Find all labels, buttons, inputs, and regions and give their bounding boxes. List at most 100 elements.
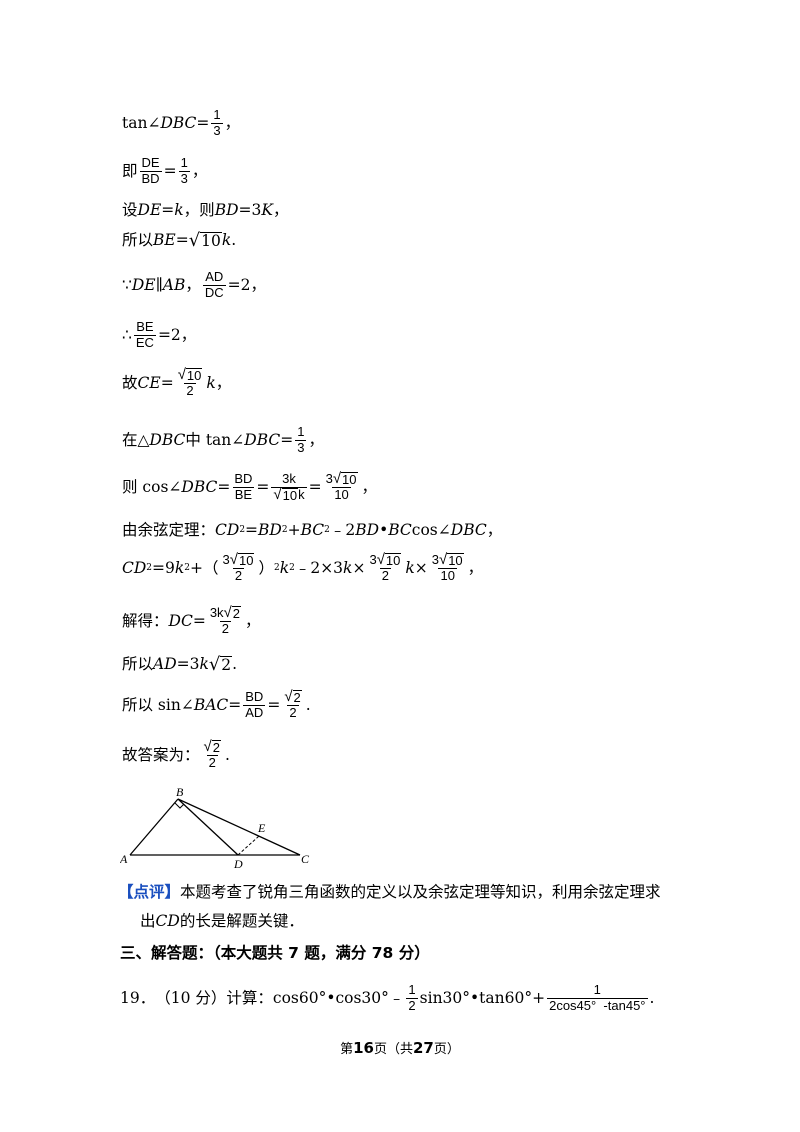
sqrt: √2 [284,688,302,705]
text: ， [361,477,378,496]
text: • [379,521,389,539]
text: . [232,655,238,674]
sqrt: √2 [204,739,221,755]
var: K [261,201,273,219]
sqrt: √2 [208,654,233,675]
var: k [174,558,185,577]
text: = [192,611,206,630]
text: ， [224,113,241,132]
solution-line-12: 解得： DC = 3k√2 2 ， [122,604,261,637]
text: = [160,373,174,392]
fraction: 3k√2 2 [208,604,243,637]
var: k [199,655,209,674]
text: 即 [122,161,138,180]
numerator: BE [136,319,154,334]
exponent: 2 [184,563,191,574]
text: +（ [190,558,219,577]
section-title: 三、解答题：（本大题共 7 题，满分 78 分） [120,944,430,962]
denominator: 2 [232,568,245,584]
denominator: 2 [287,705,299,721]
fraction: DE BD [139,155,162,187]
exponent: 2 [239,525,246,536]
radical-sign: √ [439,551,448,568]
text: 故 [122,373,138,392]
text: ， [244,611,261,630]
coef: 3 [222,552,230,567]
segment-ab [129,798,179,856]
coef: 3 [369,552,377,567]
solution-line-8: 在△ DBC 中 tan∠ DBC = 1 3 ， [122,424,324,456]
radicand: 10 [200,232,222,250]
var: DBC [160,113,197,132]
text: = [163,161,177,180]
var: BC [300,521,325,539]
solution-line-13: 所以 AD =3 k √2 . [122,656,237,674]
coef: 3 [325,471,333,486]
denominator: 2 [219,621,232,637]
text: 所以 [122,231,154,250]
radical-sign: √ [332,470,342,487]
text: 故答案为： [122,745,200,764]
comment-tag: 【点评】 [118,883,181,901]
denominator: 2 [206,755,218,771]
text: × [352,558,366,577]
radical-sign: √ [177,366,186,383]
radical-sign: √ [223,604,232,621]
radicand: 10 [281,487,299,503]
var: BAC [193,695,229,714]
var: BD [355,521,380,539]
radical-sign: √ [208,654,221,675]
comment-text: 本题考查了锐角三角函数的定义以及余弦定理等知识，利用余弦定理求 [180,883,661,901]
sqrt: √10 [230,552,255,568]
fraction: BD AD [243,689,266,721]
segment-bc [177,798,301,856]
denominator: 10 [332,487,351,503]
text: 的长是解题关键． [179,912,304,930]
text: = [217,477,231,496]
radicand: 10 [447,553,464,568]
solution-line-3: 设 DE = k ，则 BD =3 K ， [122,201,289,219]
text: ， [486,521,503,539]
var: DBC [149,430,186,449]
segment-bd [177,798,239,856]
var: BD [214,201,239,219]
radical-sign: √ [284,688,293,705]
var: CD [215,521,240,539]
text: . [649,988,655,1007]
numerator: 3√10 [367,552,403,568]
numerator: BD [245,689,264,705]
text: = [267,695,281,714]
solution-line-1: tan∠ DBC = 1 3 ， [122,107,241,139]
var: DC [168,611,193,630]
fraction: 3√10 2 [221,552,257,584]
question-number: 19． [120,988,156,1007]
denominator: 3 [295,439,307,455]
fraction: √2 2 [202,739,223,771]
label-e: E [257,821,266,835]
fraction: 1 3 [211,107,223,139]
text: ， [467,558,484,577]
denominator: DC [202,284,226,300]
text: ∴ [122,325,132,344]
fraction: 1 2cos45° -tan45° [547,982,648,1014]
text: ， [185,275,201,294]
exponent: 2 [324,525,330,536]
text: ∵ [122,275,132,294]
denominator: 3 [178,170,190,186]
radicand: 2 [231,606,241,621]
sqrt: √10 [177,366,203,383]
text: ， [272,201,289,219]
sqrt: √10 [377,552,402,568]
text: 则 cos∠ [122,477,182,496]
total-pages: 27 [413,1039,434,1057]
comment-line-2: 出 CD 的长是解题关键． [140,912,304,930]
k-text: k [298,486,305,502]
text: 所以 [122,655,154,674]
var: k [279,558,290,577]
text: =9 [152,558,175,577]
numerator: AD [205,269,224,284]
text: =2， [157,325,197,344]
var: k [221,231,232,250]
